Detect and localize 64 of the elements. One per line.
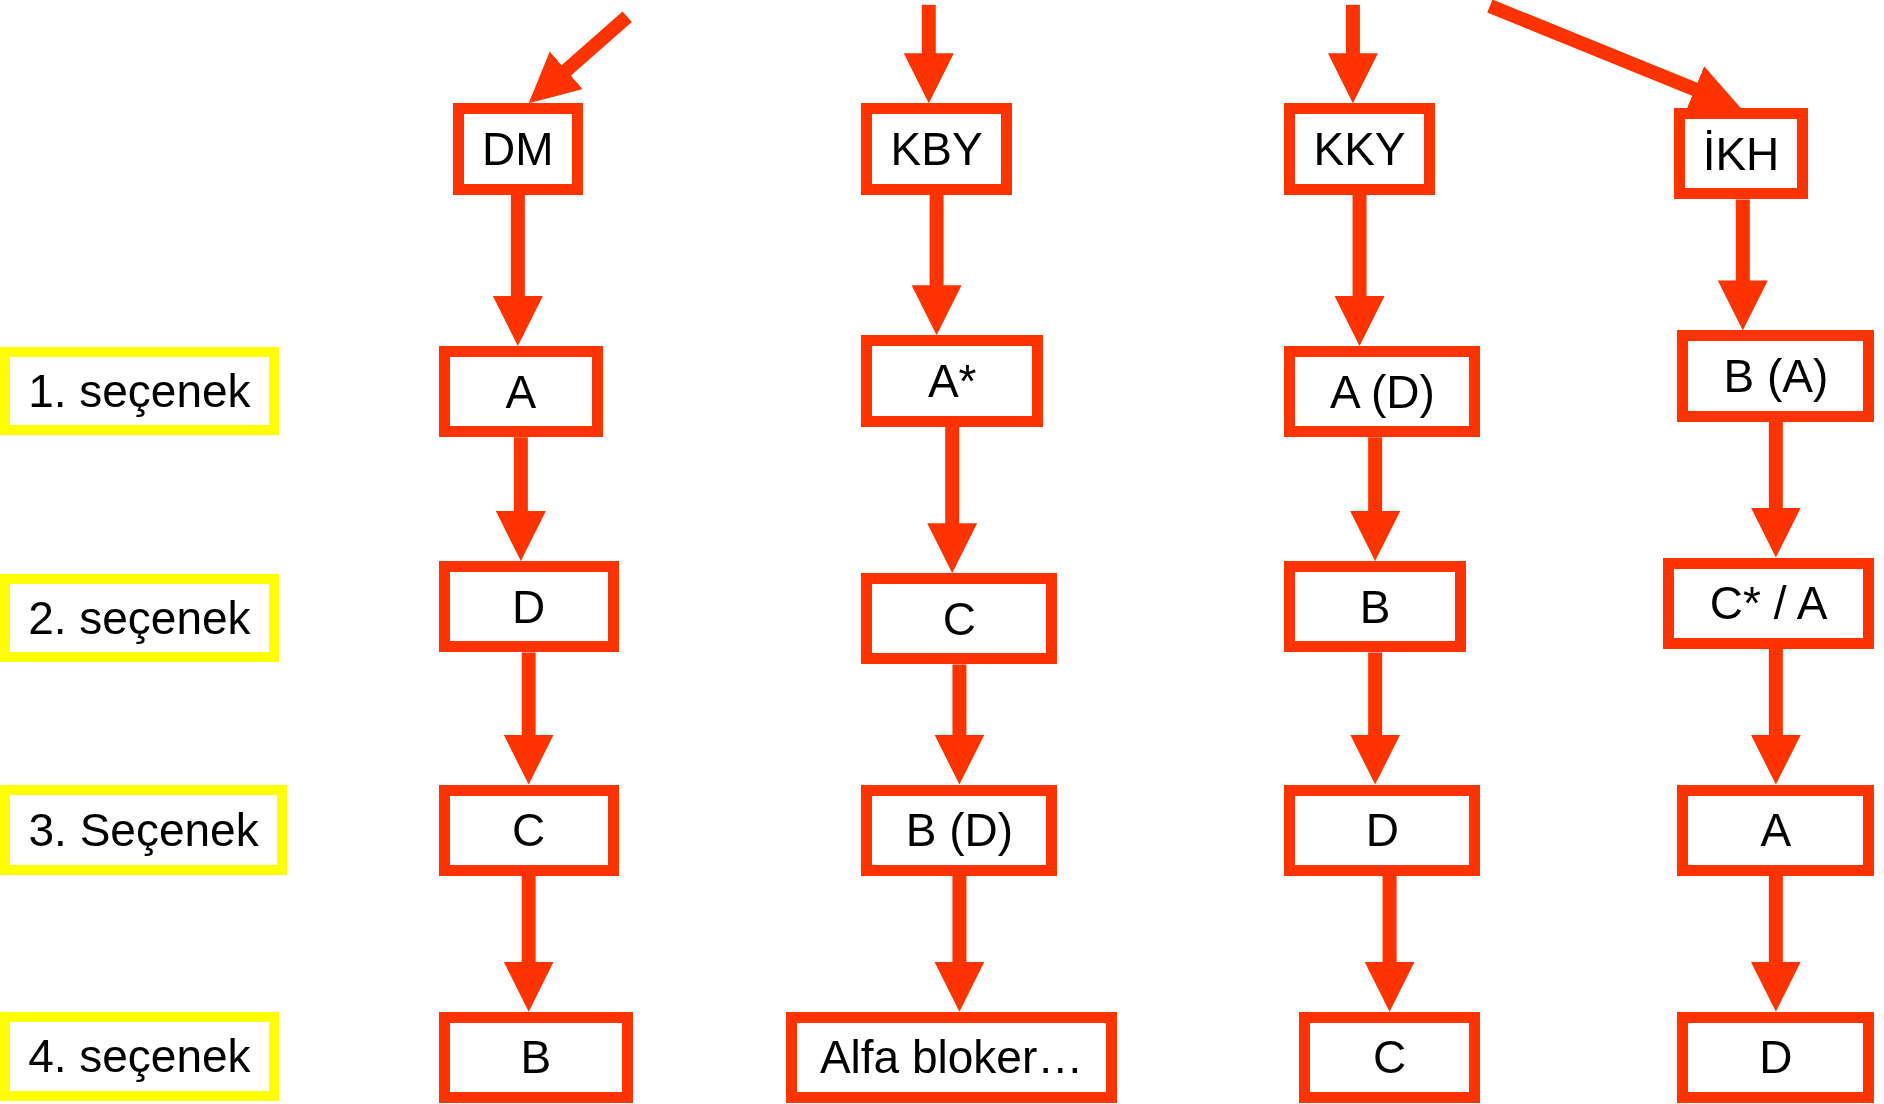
box-text: KBY bbox=[890, 126, 983, 172]
option-box bbox=[438, 784, 619, 876]
arrow bbox=[903, 4, 954, 104]
box-text: B (D) bbox=[905, 807, 1014, 854]
arrow bbox=[1350, 437, 1401, 562]
arrow bbox=[1334, 194, 1385, 347]
box-text: 1. seçenek bbox=[28, 368, 251, 415]
box-text: 4. seçenek bbox=[28, 1033, 251, 1080]
option-box bbox=[452, 103, 583, 195]
option-box bbox=[1284, 784, 1481, 876]
option-box bbox=[1677, 784, 1875, 876]
arrow bbox=[503, 652, 554, 785]
arrow bbox=[1717, 199, 1768, 331]
box-text: C bbox=[942, 595, 976, 642]
row-label-box bbox=[0, 574, 279, 663]
arrow bbox=[1750, 421, 1801, 558]
box-text: B (A) bbox=[1723, 353, 1829, 400]
box-text: C bbox=[512, 807, 546, 854]
box-text: İKH bbox=[1702, 130, 1780, 177]
option-box bbox=[1662, 557, 1875, 649]
option-box bbox=[861, 103, 1012, 195]
option-box bbox=[1677, 1011, 1875, 1103]
box-text: D bbox=[512, 583, 546, 630]
box-text: B bbox=[520, 1034, 552, 1081]
option-box bbox=[861, 784, 1058, 876]
option-box bbox=[785, 1011, 1118, 1103]
box-text: A bbox=[505, 368, 537, 415]
option-box bbox=[1673, 108, 1809, 200]
option-box bbox=[1298, 1011, 1481, 1103]
box-text: A bbox=[1760, 807, 1792, 854]
row-label-box bbox=[0, 1011, 279, 1101]
arrow bbox=[1750, 648, 1801, 785]
option-box bbox=[1284, 103, 1435, 195]
option-box bbox=[438, 1011, 634, 1103]
box-text: C bbox=[1372, 1034, 1407, 1081]
arrow bbox=[934, 875, 985, 1012]
box-text: 2. seçenek bbox=[28, 595, 251, 642]
row-label-box bbox=[0, 784, 288, 875]
arrow bbox=[495, 437, 546, 562]
arrow bbox=[1364, 875, 1415, 1012]
box-text: KKY bbox=[1313, 126, 1406, 172]
arrow bbox=[927, 426, 978, 574]
arrow bbox=[1350, 652, 1401, 785]
box-text: D bbox=[1759, 1034, 1793, 1081]
row-label-box bbox=[0, 347, 279, 435]
box-text: A* bbox=[927, 357, 977, 404]
arrow bbox=[1750, 875, 1801, 1012]
option-box bbox=[438, 561, 619, 653]
box-text: DM bbox=[482, 126, 554, 172]
arrow bbox=[1327, 4, 1378, 104]
option-box bbox=[1284, 561, 1466, 653]
arrow bbox=[503, 875, 554, 1012]
option-box bbox=[1677, 330, 1875, 422]
option-box bbox=[861, 573, 1058, 665]
box-text: C* / A bbox=[1709, 580, 1828, 627]
arrow bbox=[934, 664, 985, 785]
box-text: D bbox=[1365, 807, 1399, 854]
option-box bbox=[1284, 346, 1481, 438]
option-box bbox=[861, 335, 1043, 427]
box-text: B bbox=[1359, 583, 1391, 630]
box-text: Alfa bloker… bbox=[819, 1034, 1084, 1081]
arrow bbox=[911, 194, 962, 336]
arrow bbox=[492, 194, 543, 347]
option-box bbox=[438, 346, 604, 438]
